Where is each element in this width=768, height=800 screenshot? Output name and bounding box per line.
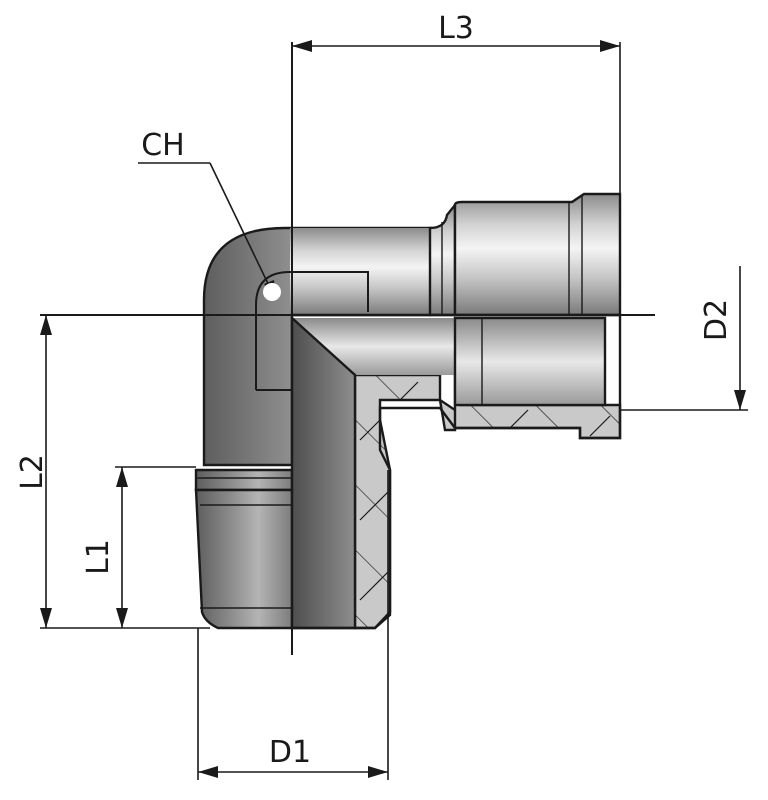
section-hatched-wall — [353, 373, 622, 630]
dimension-d1: D1 — [197, 470, 389, 780]
dim-label-l3: L3 — [438, 11, 474, 46]
thread-collar — [194, 468, 294, 492]
male-thread-shank — [194, 468, 294, 630]
dim-label-d1: D1 — [269, 735, 311, 770]
dim-label-d2: D2 — [699, 299, 734, 341]
dimension-d2: D2 — [620, 266, 748, 411]
dim-label-l1: L1 — [81, 539, 116, 575]
dimension-l3: L3 — [292, 11, 621, 194]
centerlines — [40, 42, 655, 655]
hatch-lines — [359, 381, 611, 601]
socket-outer-upper — [453, 192, 622, 317]
fitting-body — [202, 192, 622, 467]
dimension-l1: L1 — [81, 466, 196, 628]
socket-bore — [453, 316, 607, 407]
dim-label-ch: CH — [141, 128, 185, 163]
section-outline — [292, 313, 622, 630]
dim-label-l2: L2 — [15, 454, 50, 490]
dimension-ch-leader: CH — [138, 128, 281, 301]
thread-body — [194, 488, 294, 630]
section-view — [290, 313, 622, 630]
dimension-l2: L2 — [15, 315, 210, 629]
internal-channel-outline — [255, 271, 369, 390]
